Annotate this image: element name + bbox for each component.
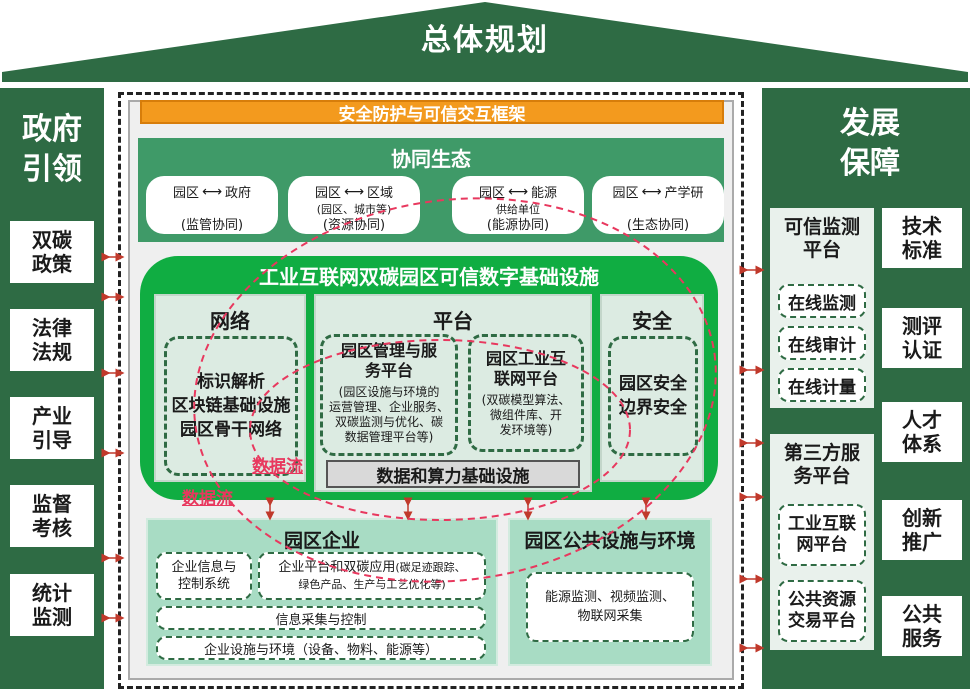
info-collect-bar: 信息采集与控制 xyxy=(156,606,486,630)
third-party-panel: 第三方服 务平台 工业互联 网平台 公共资源 交易平台 xyxy=(770,434,874,650)
online-audit-box: 在线审计 xyxy=(778,326,866,360)
eco-card-2: 园区⟷能源供给单位(能源协同) xyxy=(452,176,584,234)
security-title: 安全 xyxy=(632,309,672,333)
dataflow-label-2: 数据流 xyxy=(182,489,233,509)
double-arrow-icon: ⟷ xyxy=(507,183,529,200)
double-arrow-icon: ⟷ xyxy=(201,183,223,200)
enterprise-title: 园区企业 xyxy=(283,530,360,552)
public-facility-title: 园区公共设施与环境 xyxy=(524,530,696,552)
left-pillar-title: 政府 引领 xyxy=(22,112,82,187)
park-iiot-platform: 园区工业互 联网平台 (双碳模型算法、 微组件库、开 发环境等) xyxy=(468,334,584,452)
roof xyxy=(2,2,968,82)
left-item-3: 监督考核 xyxy=(10,485,94,547)
info-control-system: 企业信息与 控制系统 xyxy=(156,552,252,600)
platform-title: 平台 xyxy=(433,309,473,333)
eco-card-0: 园区⟷政府(监管协同) xyxy=(146,176,278,234)
iiot-platform-box: 工业互联 网平台 xyxy=(778,504,866,566)
third-party-title: 第三方服 务平台 xyxy=(783,442,860,487)
right-item-4: 公共服务 xyxy=(882,596,962,656)
eco-title: 协同生态 xyxy=(391,146,471,171)
left-item-2: 产业引导 xyxy=(10,397,94,459)
double-arrow-icon: ⟷ xyxy=(641,183,662,200)
right-item-2: 人才体系 xyxy=(882,402,962,462)
trust-monitoring-title: 可信监测 平台 xyxy=(783,216,860,261)
right-pillar-title: 发展 保障 xyxy=(840,106,900,181)
left-item-4: 统计监测 xyxy=(10,574,94,636)
facility-bar: 企业设施与环境（设备、物料、能源等） xyxy=(156,636,486,660)
double-arrow-icon: ⟷ xyxy=(343,183,365,200)
infrastructure-title: 工业互联网双碳园区可信数字基础设施 xyxy=(259,264,599,289)
page-title: 总体规划 xyxy=(421,23,549,58)
enterprise-app-box: 企业平台和双碳应用(碳足迹跟踪、 绿色产品、生产与工艺优化等) xyxy=(258,552,486,600)
eco-card-3: 园区⟷产学研(生态协同) xyxy=(592,176,724,234)
public-monitoring-box: 能源监测、视频监测、 物联网采集 xyxy=(526,572,694,642)
security-framework-bar: 安全防护与可信交互框架 xyxy=(140,100,724,125)
left-item-1: 法律法规 xyxy=(10,309,94,371)
eco-card-1: 园区⟷区域(园区、城市等)(资源协同) xyxy=(288,176,420,234)
trust-monitoring-panel: 可信监测 平台 在线监测 在线审计 在线计量 xyxy=(770,208,874,408)
right-item-3: 创新推广 xyxy=(882,500,962,560)
resource-trading-box: 公共资源 交易平台 xyxy=(778,580,866,642)
right-item-0: 技术标准 xyxy=(882,208,962,268)
park-mgmt-platform: 园区管理与服 务平台 (园区设施与环境的 运营管理、企业服务、 双碳监测与优化、… xyxy=(320,334,458,456)
left-item-0: 双碳政策 xyxy=(10,221,94,283)
right-item-1: 测评认证 xyxy=(882,308,962,368)
data-compute-bar: 数据和算力基础设施 xyxy=(326,460,580,488)
online-metering-box: 在线计量 xyxy=(778,368,866,402)
network-title: 网络 xyxy=(210,309,250,333)
online-monitoring-box: 在线监测 xyxy=(778,284,866,318)
dataflow-label-1: 数据流 xyxy=(252,457,303,477)
security-items: 园区安全 边界安全 xyxy=(608,336,698,456)
